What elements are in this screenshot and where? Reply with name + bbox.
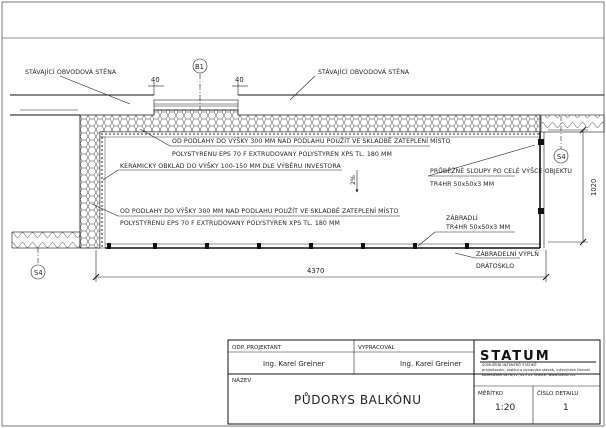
label-s4-right: S4	[557, 153, 566, 161]
tb-vyprac-label: VYPRACOVAL	[358, 345, 396, 351]
label-depth: 1020	[590, 179, 598, 196]
dimension-depth	[548, 126, 588, 246]
label-s4-left: S4	[34, 269, 43, 277]
label-b1: B1	[195, 63, 204, 71]
dimension-40	[148, 82, 248, 95]
insulation	[11, 109, 605, 249]
existing-wall	[10, 94, 604, 116]
tb-odp-name: Ing. Karel Greiner	[263, 360, 324, 368]
tb-vyprac-name: Ing. Karel Greiner	[400, 360, 461, 368]
label-railing-2: TR4HR 50x50x3 MM	[445, 224, 510, 231]
tb-odp-label: ODP. PROJEKTANT	[232, 345, 282, 351]
svg-text:STATUM: STATUM	[480, 349, 551, 364]
label-infill-1: ZÁBRADELNÍ VÝPLŇ	[476, 249, 539, 258]
label-note-top-2: POLYSTYRENU EPS 70 F EXTRUDOVANÝ POLYSTY…	[172, 149, 392, 158]
svg-text:SOMUŽENÍ INŽENÝRŮ STATIKŮ: SOMUŽENÍ INŽENÝRŮ STATIKŮ	[482, 362, 537, 367]
label-note-bottom-2: POLYSTYRENU EPS 70 F EXTRUDOVANÝ POLYSTY…	[120, 218, 340, 227]
label-posts-2: TR4HR 50x50x3 MM	[429, 181, 494, 188]
tb-meritko: 1:20	[495, 403, 515, 413]
label-ceramic: KERAMICKÝ OBKLAD DO VÝŠKY 100-150 MM DLE…	[120, 161, 341, 170]
section-marker-s4-right	[553, 116, 569, 164]
label-40-right: 40	[235, 76, 244, 84]
label-40-left: 40	[151, 76, 160, 84]
svg-text:projektování, statika a dynami: projektování, statika a dynamika staveb,…	[482, 368, 590, 372]
label-wall-left: STÁVAJÍCÍ OBVODOVÁ STĚNA	[25, 67, 117, 76]
label-slope: 2%	[350, 175, 357, 185]
label-width: 4370	[307, 267, 324, 275]
tb-title: PŮDORYS BALKÓNU	[294, 392, 422, 407]
dimension-width	[92, 250, 550, 282]
label-posts-1: PRŮBĚŽNÉ SLOUPY PO CELÉ VÝŠCE OBJEKTU	[430, 166, 572, 175]
leader-lines	[59, 75, 536, 259]
label-wall-right: STÁVAJÍCÍ OBVODOVÁ STĚNA	[318, 67, 410, 76]
tb-meritko-label: MĚŘÍTKO	[478, 389, 504, 397]
svg-text:Koželužská 1878/11, 415 01 Tep: Koželužská 1878/11, 415 01 Teplice, www.…	[482, 373, 576, 377]
tb-nazev-label: NÁZEV	[232, 377, 251, 384]
label-infill-2: DRÁTOSKLO	[476, 261, 514, 270]
title-block	[227, 339, 601, 425]
section-marker-b1	[192, 58, 208, 110]
tb-cislo: 1	[563, 403, 569, 413]
section-marker-s4-left	[30, 248, 46, 280]
door-opening	[153, 99, 239, 111]
statum-logo: STATUM SOMUŽENÍ INŽENÝRŮ STATIKŮ projekt…	[480, 349, 596, 377]
balcony-railing	[105, 132, 545, 249]
label-note-top-1: OD PODLAHY DO VÝŠKY 300 MM NAD PODLAHU P…	[172, 136, 450, 145]
label-note-bottom-1: OD PODLAHY DO VÝŠKY 300 MM NAD PODLAHU P…	[120, 206, 398, 215]
tb-cislo-label: ČÍSLO DETAILU	[537, 390, 578, 397]
label-railing-1: ZÁBRADLÍ	[446, 213, 478, 222]
